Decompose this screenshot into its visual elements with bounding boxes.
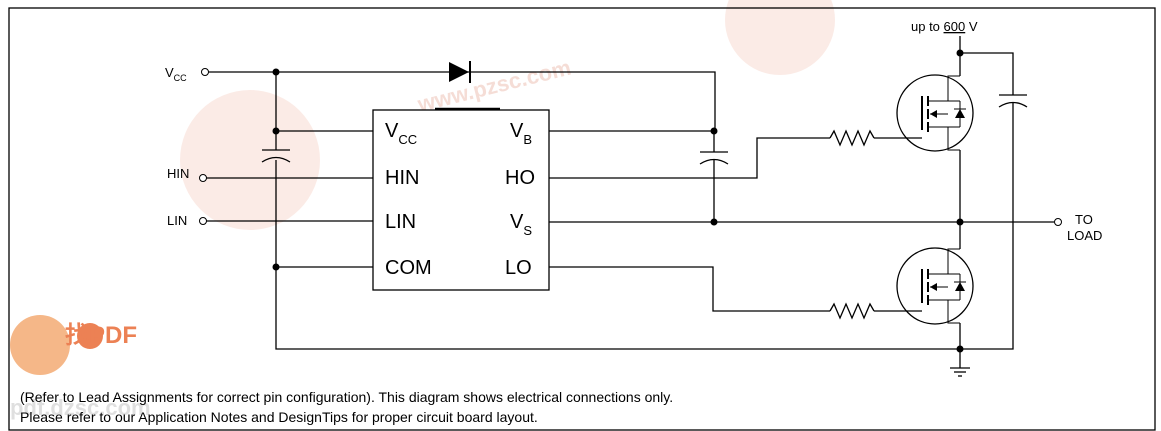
ic-pin-com-label: COM xyxy=(385,257,432,279)
vcc-terminal: VCC xyxy=(165,65,209,83)
note-line-2: Please refer to our Application Notes an… xyxy=(20,409,538,425)
vcc-terminal-label: VCC xyxy=(165,65,187,83)
pdf-badge-watermark: 找PDF pdf.dzsc.com xyxy=(10,315,151,420)
vcc-capacitor xyxy=(261,149,291,163)
ic-pin-hin-label: HIN xyxy=(385,167,419,189)
ic-pin-vcc-label: VCC xyxy=(385,120,417,147)
load-label-to: TO xyxy=(1075,212,1093,227)
watermark-logo-left xyxy=(180,90,320,230)
ground-return-wire xyxy=(275,160,960,350)
ic-pin-vb-label: VB xyxy=(510,120,532,147)
supply-label: up to 600 V xyxy=(911,19,978,34)
hin-terminal: HIN xyxy=(167,166,207,182)
ground-symbol xyxy=(950,367,970,377)
lin-terminal-node xyxy=(199,217,207,225)
figure-frame xyxy=(8,7,1156,431)
bootstrap-capacitor xyxy=(699,151,729,165)
bus-capacitor xyxy=(998,94,1028,108)
watermark-site: www.pzsc.com xyxy=(414,55,573,117)
junction-dot xyxy=(272,263,280,271)
junction-dot xyxy=(272,127,280,135)
load-terminal: TO LOAD xyxy=(1054,212,1102,243)
high-gate-resistor xyxy=(829,129,875,147)
low-side-mosfet xyxy=(896,247,974,325)
lin-terminal: LIN xyxy=(167,213,207,228)
badge-pdf-icon xyxy=(77,323,103,349)
bus-cap-top-wire xyxy=(960,52,1014,95)
high-side-mosfet xyxy=(896,74,974,152)
ic-pin-ho-label: HO xyxy=(505,167,535,189)
badge-domain: pdf.dzsc.com xyxy=(10,395,151,420)
note-line-1: (Refer to Lead Assignments for correct p… xyxy=(20,389,674,405)
vcc-rail-wire xyxy=(208,71,716,130)
lo-wire xyxy=(549,266,830,312)
load-terminal-node xyxy=(1054,218,1062,226)
badge-logo xyxy=(10,315,70,375)
ic-body xyxy=(372,109,550,291)
ic-pin-lo-label: LO xyxy=(505,257,532,279)
watermark-logo-right xyxy=(725,0,835,75)
ho-wire xyxy=(549,137,830,179)
hin-terminal-node xyxy=(199,174,207,182)
ic-pin-lin-label: LIN xyxy=(385,211,416,233)
load-label-load: LOAD xyxy=(1067,228,1102,243)
hin-terminal-label: HIN xyxy=(167,166,189,181)
junction-dot xyxy=(272,68,280,76)
ic-pin-vs-label: VS xyxy=(510,211,532,238)
bootstrap-diode xyxy=(449,61,471,83)
vcc-terminal-node xyxy=(201,68,209,76)
low-gate-resistor xyxy=(829,302,875,320)
badge-text: 找PDF xyxy=(65,322,137,349)
bus-cap-bottom-wire xyxy=(960,103,1014,350)
lin-terminal-label: LIN xyxy=(167,213,187,228)
